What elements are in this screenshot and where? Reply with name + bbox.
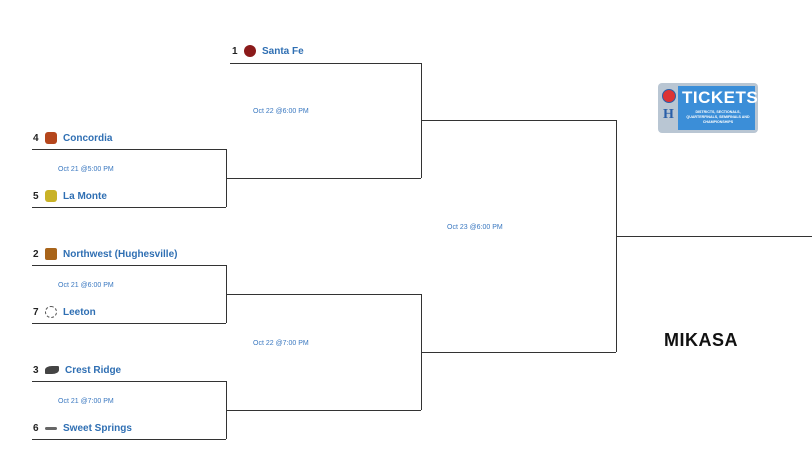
team-logo-icon (45, 132, 57, 144)
team-logo-icon (45, 306, 57, 318)
sponsor-logo: MIKASA (664, 330, 738, 350)
bracket-line (230, 63, 421, 64)
bracket-line (616, 236, 812, 237)
bracket-line (421, 352, 616, 353)
team-santa-fe[interactable]: 1 Santa Fe (232, 44, 304, 58)
seed: 1 (232, 45, 238, 57)
bracket-line (32, 323, 226, 324)
team-logo-icon (45, 366, 59, 374)
seed: 2 (33, 248, 39, 260)
team-crest-ridge[interactable]: 3 Crest Ridge (33, 363, 121, 377)
seed: 7 (33, 306, 39, 318)
tickets-subtitle: DISTRICTS, SECTIONALS, QUARTERFINALS, SE… (686, 110, 750, 124)
seed: 4 (33, 132, 39, 144)
team-northwest[interactable]: 2 Northwest (Hughesville) (33, 247, 177, 261)
association-logo-icon (662, 89, 676, 103)
team-name[interactable]: Concordia (63, 132, 113, 144)
game-date: Oct 21 @7:00 PM (58, 398, 114, 405)
game-date: Oct 22 @6:00 PM (253, 108, 309, 115)
team-name[interactable]: Santa Fe (262, 45, 304, 57)
bracket-line (32, 149, 226, 150)
team-sweet-springs[interactable]: 6 Sweet Springs (33, 421, 132, 435)
tickets-title: TICKETS (682, 88, 759, 107)
bracket-line (32, 265, 226, 266)
game-date: Oct 22 @7:00 PM (253, 340, 309, 347)
team-name[interactable]: Northwest (Hughesville) (63, 248, 178, 260)
team-name[interactable]: Sweet Springs (63, 422, 132, 434)
seed: 5 (33, 190, 39, 202)
bracket-line (226, 178, 421, 179)
game-date: Oct 21 @6:00 PM (58, 282, 114, 289)
tickets-banner[interactable]: H TICKETS DISTRICTS, SECTIONALS, QUARTER… (658, 83, 758, 133)
bracket-line (32, 207, 226, 208)
seed: 3 (33, 364, 39, 376)
team-logo-icon (45, 248, 57, 260)
bracket-line (226, 410, 421, 411)
bracket-line (421, 120, 616, 121)
bracket-line (226, 294, 421, 295)
game-date: Oct 23 @6:00 PM (447, 224, 503, 231)
team-leeton[interactable]: 7 Leeton (33, 305, 96, 319)
team-logo-icon (45, 190, 57, 202)
team-name[interactable]: Leeton (63, 306, 96, 318)
team-la-monte[interactable]: 5 La Monte (33, 189, 107, 203)
team-name[interactable]: La Monte (63, 190, 107, 202)
bracket-line (32, 381, 226, 382)
team-concordia[interactable]: 4 Concordia (33, 131, 112, 145)
seed: 6 (33, 422, 39, 434)
team-logo-icon (244, 45, 256, 57)
game-date: Oct 21 @5:00 PM (58, 166, 114, 173)
team-logo-icon (45, 426, 57, 430)
bracket-line (32, 439, 226, 440)
h-logo-icon: H (663, 107, 674, 122)
team-name[interactable]: Crest Ridge (65, 364, 122, 376)
